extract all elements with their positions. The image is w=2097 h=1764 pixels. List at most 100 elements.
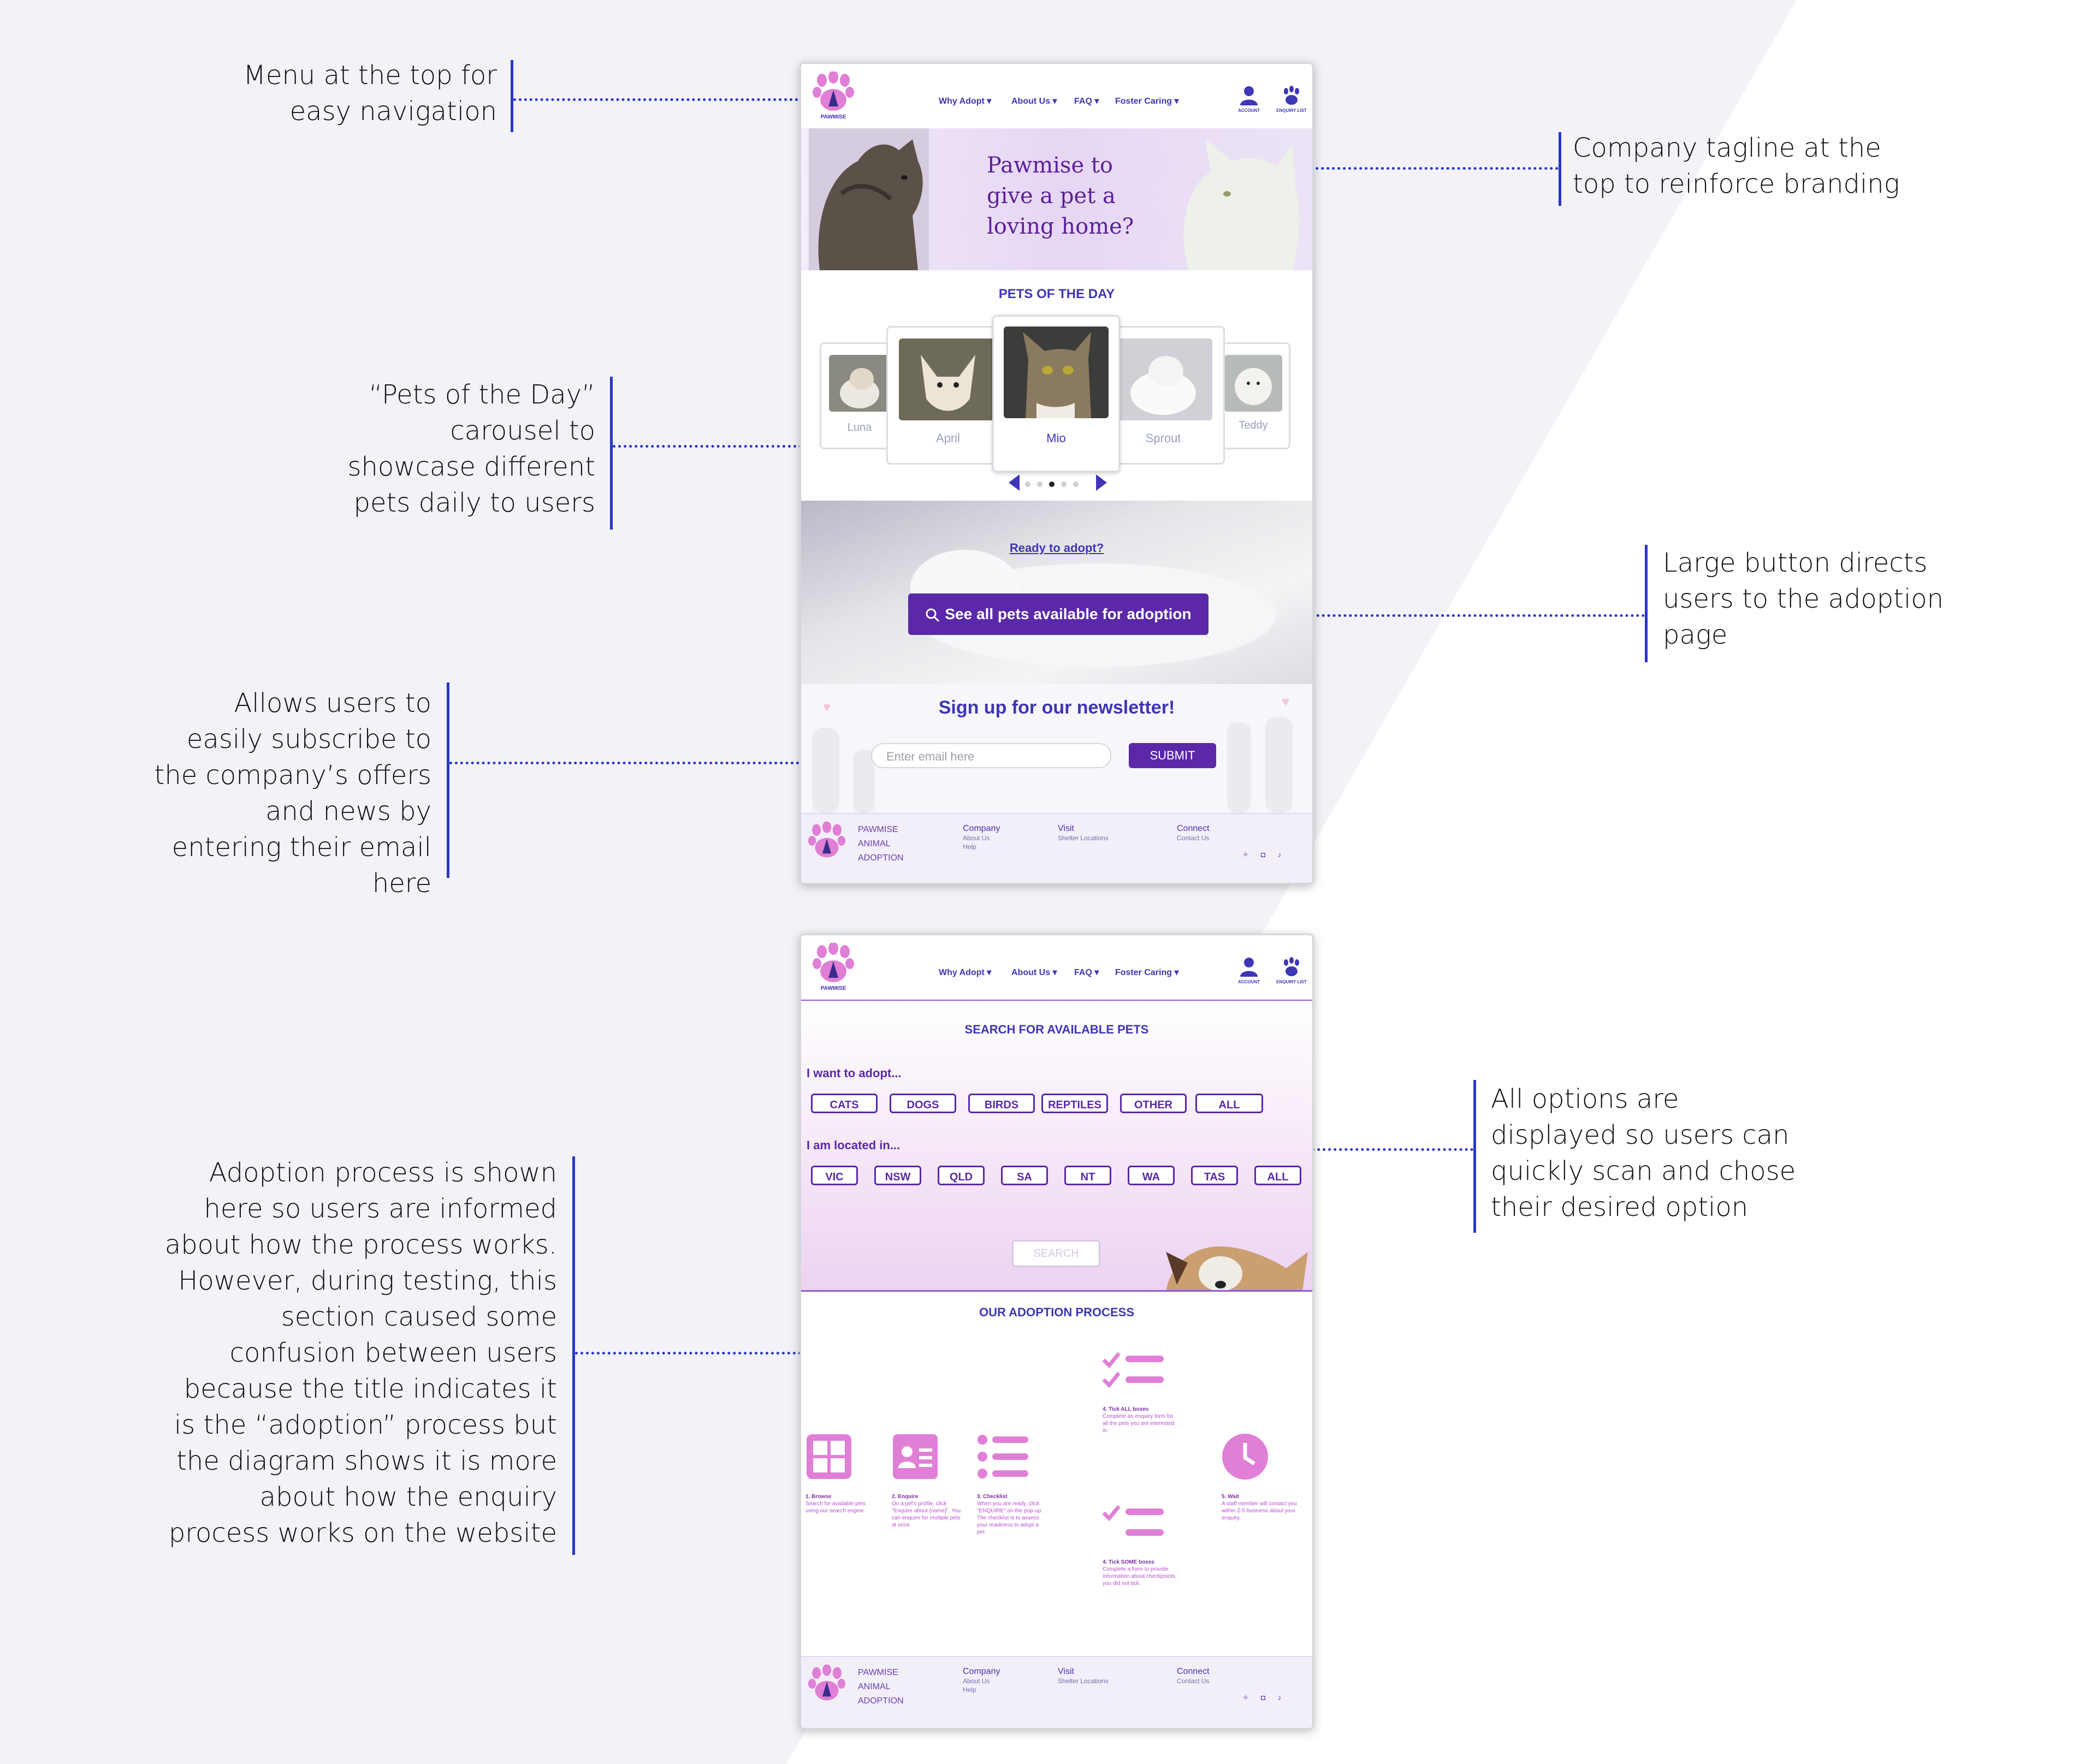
- account-button[interactable]: ACCOUNT: [1233, 957, 1265, 984]
- annotation-options: All options are displayed so users can q…: [1491, 1084, 1796, 1222]
- twitter-icon[interactable]: ✧: [1242, 1693, 1261, 1702]
- option-other[interactable]: OTHER: [1120, 1094, 1187, 1113]
- footer-company: Company About Us Help: [963, 824, 1000, 851]
- carousel-dots[interactable]: [1022, 480, 1082, 490]
- clock-icon: [1222, 1434, 1268, 1480]
- email-input[interactable]: Enter email here: [871, 743, 1111, 768]
- pet-card-april[interactable]: April: [886, 326, 1010, 465]
- option-nsw[interactable]: NSW: [874, 1166, 921, 1185]
- pet-photo: [1224, 355, 1282, 412]
- nav-foster-caring[interactable]: Foster Caring ▾: [1115, 968, 1179, 977]
- tiktok-icon[interactable]: ♪: [1277, 1693, 1294, 1702]
- account-icon: [1240, 86, 1258, 105]
- instagram-icon[interactable]: ◘: [1260, 850, 1278, 859]
- option-all-species[interactable]: ALL: [1195, 1094, 1263, 1113]
- footer-link-shelters[interactable]: Shelter Locations: [1058, 1677, 1109, 1685]
- checklist-icon: [978, 1435, 1028, 1478]
- logo[interactable]: PAWMISE: [812, 72, 855, 121]
- submit-button[interactable]: SUBMIT: [1129, 743, 1216, 768]
- pet-card-mio[interactable]: Mio: [992, 315, 1120, 472]
- search-button[interactable]: SEARCH: [1012, 1240, 1100, 1267]
- footer-link-contact[interactable]: Contact Us: [1177, 1677, 1210, 1685]
- footer-link-about[interactable]: About Us: [963, 834, 990, 842]
- option-qld[interactable]: QLD: [938, 1166, 985, 1185]
- newsletter-title: Sign up for our newsletter!: [938, 697, 1175, 718]
- logo[interactable]: PAWMISE: [812, 943, 855, 992]
- carousel-prev-arrow-icon[interactable]: [1009, 474, 1020, 491]
- footer-link-contact[interactable]: Contact Us: [1177, 834, 1210, 842]
- search-page-mockup: PAWMISE Why Adopt ▾ About Us ▾ FAQ ▾ Fos…: [799, 934, 1314, 1730]
- tiktok-icon[interactable]: ♪: [1277, 850, 1294, 859]
- footer-link-about[interactable]: About Us: [963, 1677, 990, 1685]
- enquiry-list-button[interactable]: ENQUIRY LIST: [1275, 86, 1308, 113]
- paw-logo-icon: [813, 72, 854, 111]
- paw-logo-icon: [813, 943, 854, 982]
- option-tas[interactable]: TAS: [1191, 1166, 1238, 1185]
- nav-foster-caring[interactable]: Foster Caring ▾: [1115, 97, 1179, 106]
- footer-link-shelters[interactable]: Shelter Locations: [1058, 834, 1109, 842]
- annotation-line: [513, 98, 907, 101]
- annotation-line: [449, 762, 843, 764]
- pet-card-sprout[interactable]: Sprout: [1101, 326, 1225, 465]
- nav-why-adopt[interactable]: Why Adopt ▾: [939, 97, 992, 106]
- want-to-adopt-label: I want to adopt...: [807, 1066, 902, 1080]
- option-sa[interactable]: SA: [1001, 1166, 1048, 1185]
- tick-all-icon: [1102, 1352, 1164, 1388]
- header: PAWMISE Why Adopt ▾ About Us ▾ FAQ ▾ Fos…: [801, 64, 1312, 130]
- nav-faq[interactable]: FAQ ▾: [1074, 968, 1099, 977]
- pet-name: Sprout: [1145, 431, 1181, 445]
- account-button[interactable]: ACCOUNT: [1233, 86, 1265, 113]
- twitter-icon[interactable]: ✧: [1242, 850, 1261, 859]
- annotation-tagline: Company tagline at the top to reinforce …: [1573, 133, 1900, 199]
- white-cat-image: [1183, 139, 1300, 270]
- enquiry-list-button[interactable]: ENQUIRY LIST: [1275, 957, 1308, 984]
- social-icons[interactable]: ✧◘♪: [1242, 1693, 1293, 1702]
- annotation-line: [1268, 1148, 1473, 1151]
- pet-card-teddy[interactable]: Teddy: [1216, 342, 1290, 449]
- annotation-carousel: “Pets of the Day” carousel to showcase d…: [347, 379, 595, 518]
- home-page-mockup: PAWMISE Why Adopt ▾ About Us ▾ FAQ ▾ Fos…: [799, 62, 1314, 884]
- option-reptiles[interactable]: REPTILES: [1041, 1094, 1108, 1113]
- carousel-next-arrow-icon[interactable]: [1096, 474, 1107, 491]
- account-label: ACCOUNT: [1238, 979, 1260, 984]
- pet-name: Mio: [1046, 431, 1066, 445]
- nav-about-us[interactable]: About Us ▾: [1011, 968, 1057, 977]
- option-cats[interactable]: CATS: [811, 1094, 878, 1113]
- company-tagline: Pawmise to give a pet a loving home?: [987, 153, 1134, 239]
- nav-why-adopt[interactable]: Why Adopt ▾: [939, 968, 992, 977]
- divider: [801, 1290, 1312, 1292]
- tabby-cat-image: [809, 128, 929, 270]
- footer-visit: Visit Shelter Locations: [1058, 1667, 1109, 1685]
- annotation-bar: [1559, 132, 1561, 206]
- option-nt[interactable]: NT: [1064, 1166, 1111, 1185]
- social-icons[interactable]: ✧◘♪: [1242, 850, 1293, 859]
- nav-about-us[interactable]: About Us ▾: [1011, 97, 1057, 106]
- annotation-bar: [610, 377, 613, 530]
- footer-company: Company About Us Help: [963, 1667, 1000, 1694]
- option-vic[interactable]: VIC: [811, 1166, 858, 1185]
- adopt-section: [801, 501, 1312, 684]
- instagram-icon[interactable]: ◘: [1260, 1693, 1278, 1702]
- ready-to-adopt-link[interactable]: Ready to adopt?: [1009, 541, 1104, 555]
- annotation-line: [1230, 614, 1645, 617]
- footer-link-help[interactable]: Help: [963, 1686, 976, 1694]
- paw-icon: [1284, 86, 1299, 105]
- header: PAWMISE Why Adopt ▾ About Us ▾ FAQ ▾ Fos…: [801, 935, 1312, 1001]
- option-all-states[interactable]: ALL: [1254, 1166, 1301, 1185]
- option-birds[interactable]: BIRDS: [968, 1094, 1035, 1113]
- annotation-bar: [511, 60, 513, 132]
- option-wa[interactable]: WA: [1128, 1166, 1175, 1185]
- see-all-pets-button[interactable]: See all pets available for adoption: [908, 593, 1209, 635]
- pet-name: Luna: [847, 421, 872, 433]
- pet-card-luna[interactable]: Luna: [820, 342, 899, 449]
- annotation-line: [575, 1352, 867, 1355]
- nav-faq[interactable]: FAQ ▾: [1074, 97, 1099, 106]
- option-dogs[interactable]: DOGS: [890, 1094, 956, 1113]
- footer-link-help[interactable]: Help: [963, 843, 976, 851]
- search-icon: [926, 608, 940, 622]
- cat-paws-background: ♥ ♥: [812, 694, 1293, 813]
